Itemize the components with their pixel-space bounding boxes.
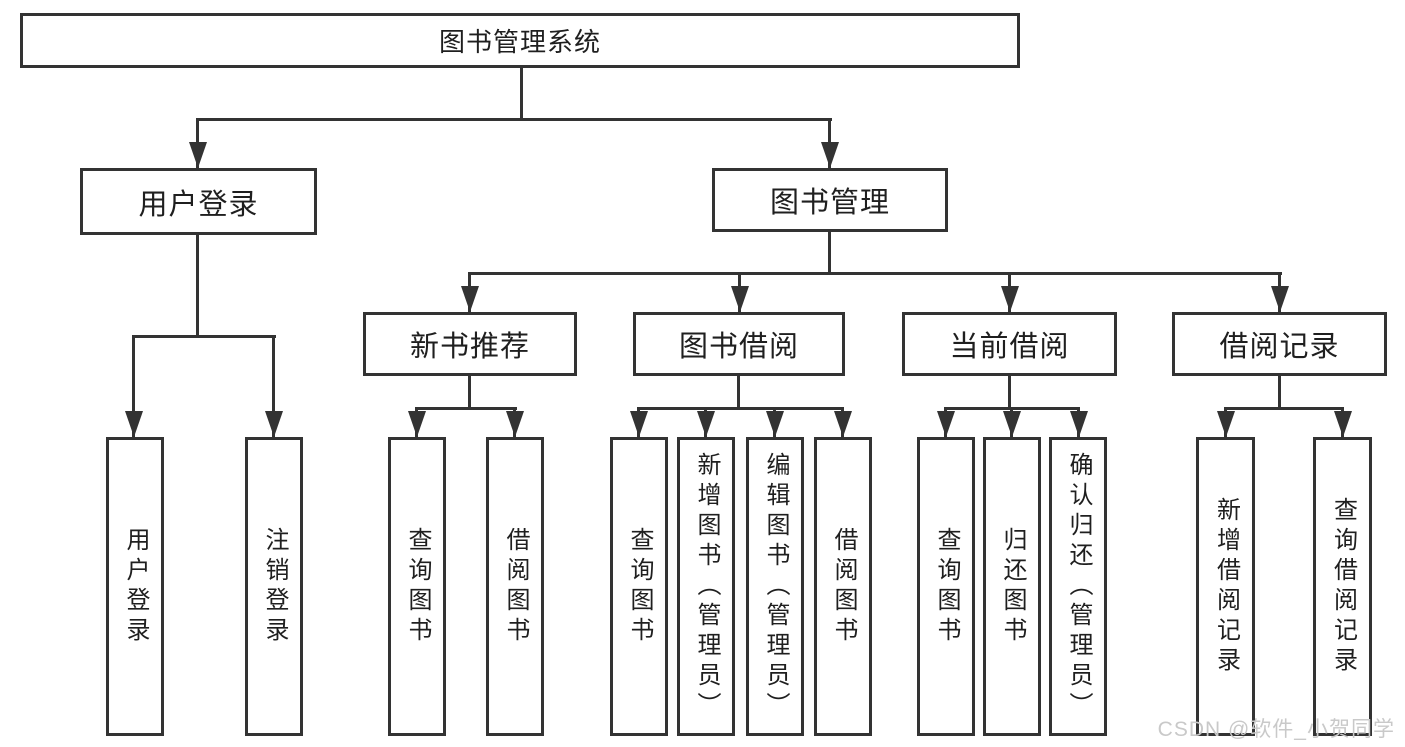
arrow-down-icon: [408, 411, 426, 437]
connector-vline: [272, 335, 275, 437]
connector-vline: [1008, 376, 1011, 407]
connector-hline: [1224, 407, 1344, 410]
leaf-search-books-recommend: 查询图书: [388, 437, 446, 736]
node-borrow-records: 借阅记录: [1172, 312, 1387, 376]
leaf-label: 查询图书: [933, 526, 960, 647]
arrow-down-icon: [1001, 286, 1019, 312]
connector-vline: [520, 67, 523, 118]
leaf-logout: 注销登录: [245, 437, 303, 736]
leaf-label: 编辑图书（管理员）: [762, 451, 789, 722]
node-label: 当前借阅: [949, 331, 1070, 363]
arrow-down-icon: [506, 411, 524, 437]
connector-hline: [196, 118, 832, 121]
connector-vline: [1278, 376, 1281, 407]
connector-hline: [637, 407, 844, 410]
leaf-add-book-admin: 新增图书（管理员）: [677, 437, 735, 736]
node-user-login: 用户登录: [80, 168, 317, 235]
leaf-label: 新增图书（管理员）: [693, 451, 720, 722]
leaf-confirm-return-admin: 确认归还（管理员）: [1049, 437, 1107, 736]
connector-hline: [132, 335, 276, 338]
node-label: 图书管理: [769, 187, 890, 219]
node-root-label: 图书管理系统: [438, 27, 601, 57]
connector-vline: [828, 232, 831, 272]
leaf-search-books-borrow: 查询图书: [610, 437, 668, 736]
leaf-label: 归还图书: [999, 526, 1026, 647]
connector-vline: [468, 376, 471, 407]
arrow-down-icon: [731, 286, 749, 312]
arrow-down-icon: [697, 411, 715, 437]
leaf-label: 借阅图书: [830, 526, 857, 647]
node-label: 借阅记录: [1219, 331, 1340, 363]
arrow-down-icon: [1217, 411, 1235, 437]
node-root: 图书管理系统: [20, 13, 1020, 68]
arrow-down-icon: [834, 411, 852, 437]
arrow-down-icon: [937, 411, 955, 437]
arrow-down-icon: [1334, 411, 1352, 437]
arrow-down-icon: [461, 286, 479, 312]
leaf-label: 确认归还（管理员）: [1065, 451, 1092, 722]
arrow-down-icon: [1070, 411, 1088, 437]
node-book-borrow: 图书借阅: [633, 312, 845, 376]
leaf-search-books-current: 查询图书: [917, 437, 975, 736]
arrow-down-icon: [189, 142, 207, 168]
arrow-down-icon: [1003, 411, 1021, 437]
leaf-add-borrow-record: 新增借阅记录: [1196, 437, 1255, 736]
arrow-down-icon: [1271, 286, 1289, 312]
node-label: 新书推荐: [409, 331, 530, 363]
node-label: 图书借阅: [678, 331, 799, 363]
leaf-user-login: 用户登录: [106, 437, 164, 736]
leaf-return-book: 归还图书: [983, 437, 1041, 736]
leaf-label: 查询图书: [626, 526, 653, 647]
leaf-search-borrow-record: 查询借阅记录: [1313, 437, 1372, 736]
leaf-label: 查询图书: [404, 526, 431, 647]
arrow-down-icon: [125, 411, 143, 437]
arrow-down-icon: [766, 411, 784, 437]
node-current-borrow: 当前借阅: [902, 312, 1117, 376]
arrow-down-icon: [821, 142, 839, 168]
leaf-borrow-books-recommend: 借阅图书: [486, 437, 544, 736]
connector-hline: [415, 407, 517, 410]
connector-vline: [132, 335, 135, 437]
leaf-label: 新增借阅记录: [1212, 496, 1240, 677]
arrow-down-icon: [265, 411, 283, 437]
leaf-edit-book-admin: 编辑图书（管理员）: [746, 437, 804, 736]
node-new-book-recommend: 新书推荐: [363, 312, 577, 376]
node-label: 用户登录: [138, 188, 259, 221]
arrow-down-icon: [630, 411, 648, 437]
leaf-label: 用户登录: [122, 526, 149, 647]
connector-vline: [737, 376, 740, 407]
csdn-watermark: CSDN @软件_小贺同学: [1157, 718, 1395, 741]
connector-hline: [468, 272, 1282, 275]
leaf-borrow-books: 借阅图书: [814, 437, 872, 736]
connector-vline: [196, 235, 199, 335]
leaf-label: 查询借阅记录: [1329, 496, 1357, 677]
leaf-label: 注销登录: [261, 526, 288, 647]
leaf-label: 借阅图书: [502, 526, 529, 647]
node-book-management: 图书管理: [712, 168, 948, 232]
